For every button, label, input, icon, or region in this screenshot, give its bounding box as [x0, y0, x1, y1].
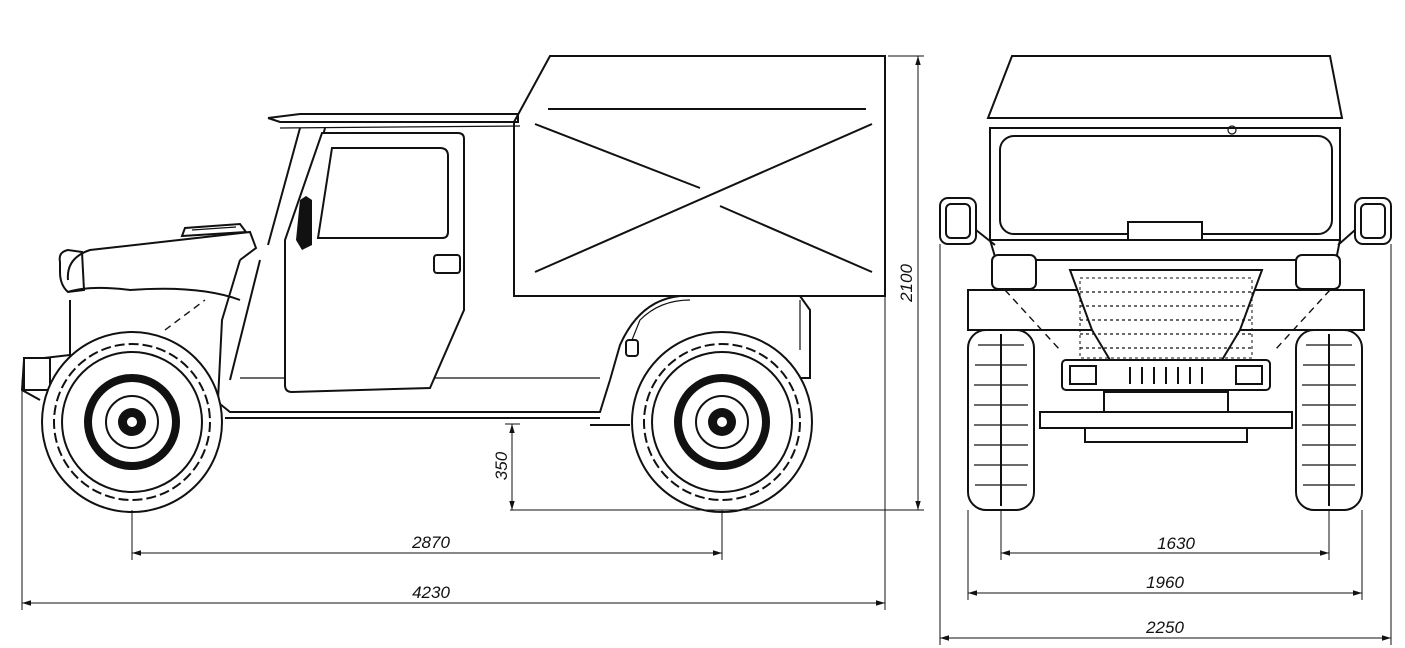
- label-wheelbase: 2870: [411, 533, 450, 552]
- side-view: [20, 55, 886, 513]
- cargo-box: [513, 55, 886, 297]
- rear-body: [609, 295, 811, 381]
- front-view: [939, 55, 1392, 511]
- grille-mesh: [1079, 277, 1253, 359]
- door: [284, 132, 465, 394]
- front-body: [20, 222, 258, 401]
- label-overall-length: 4230: [412, 583, 450, 602]
- label-ground-clearance: 350: [492, 451, 511, 480]
- bumper-slots: [1129, 367, 1203, 384]
- dimension-lines: [21, 55, 1392, 645]
- label-track-width: 1630: [1157, 534, 1195, 553]
- label-overall-height: 2100: [897, 264, 916, 303]
- label-overall-width: 2250: [1145, 618, 1184, 637]
- front-left-tire: [967, 329, 1035, 511]
- label-body-width: 1960: [1146, 573, 1184, 592]
- rear-wheel: [631, 331, 813, 513]
- dimension-labels: 2870 4230 350 2100 1630 1960 2250: [411, 264, 1195, 637]
- front-wheel: [41, 331, 223, 513]
- front-right-tire: [1295, 329, 1363, 511]
